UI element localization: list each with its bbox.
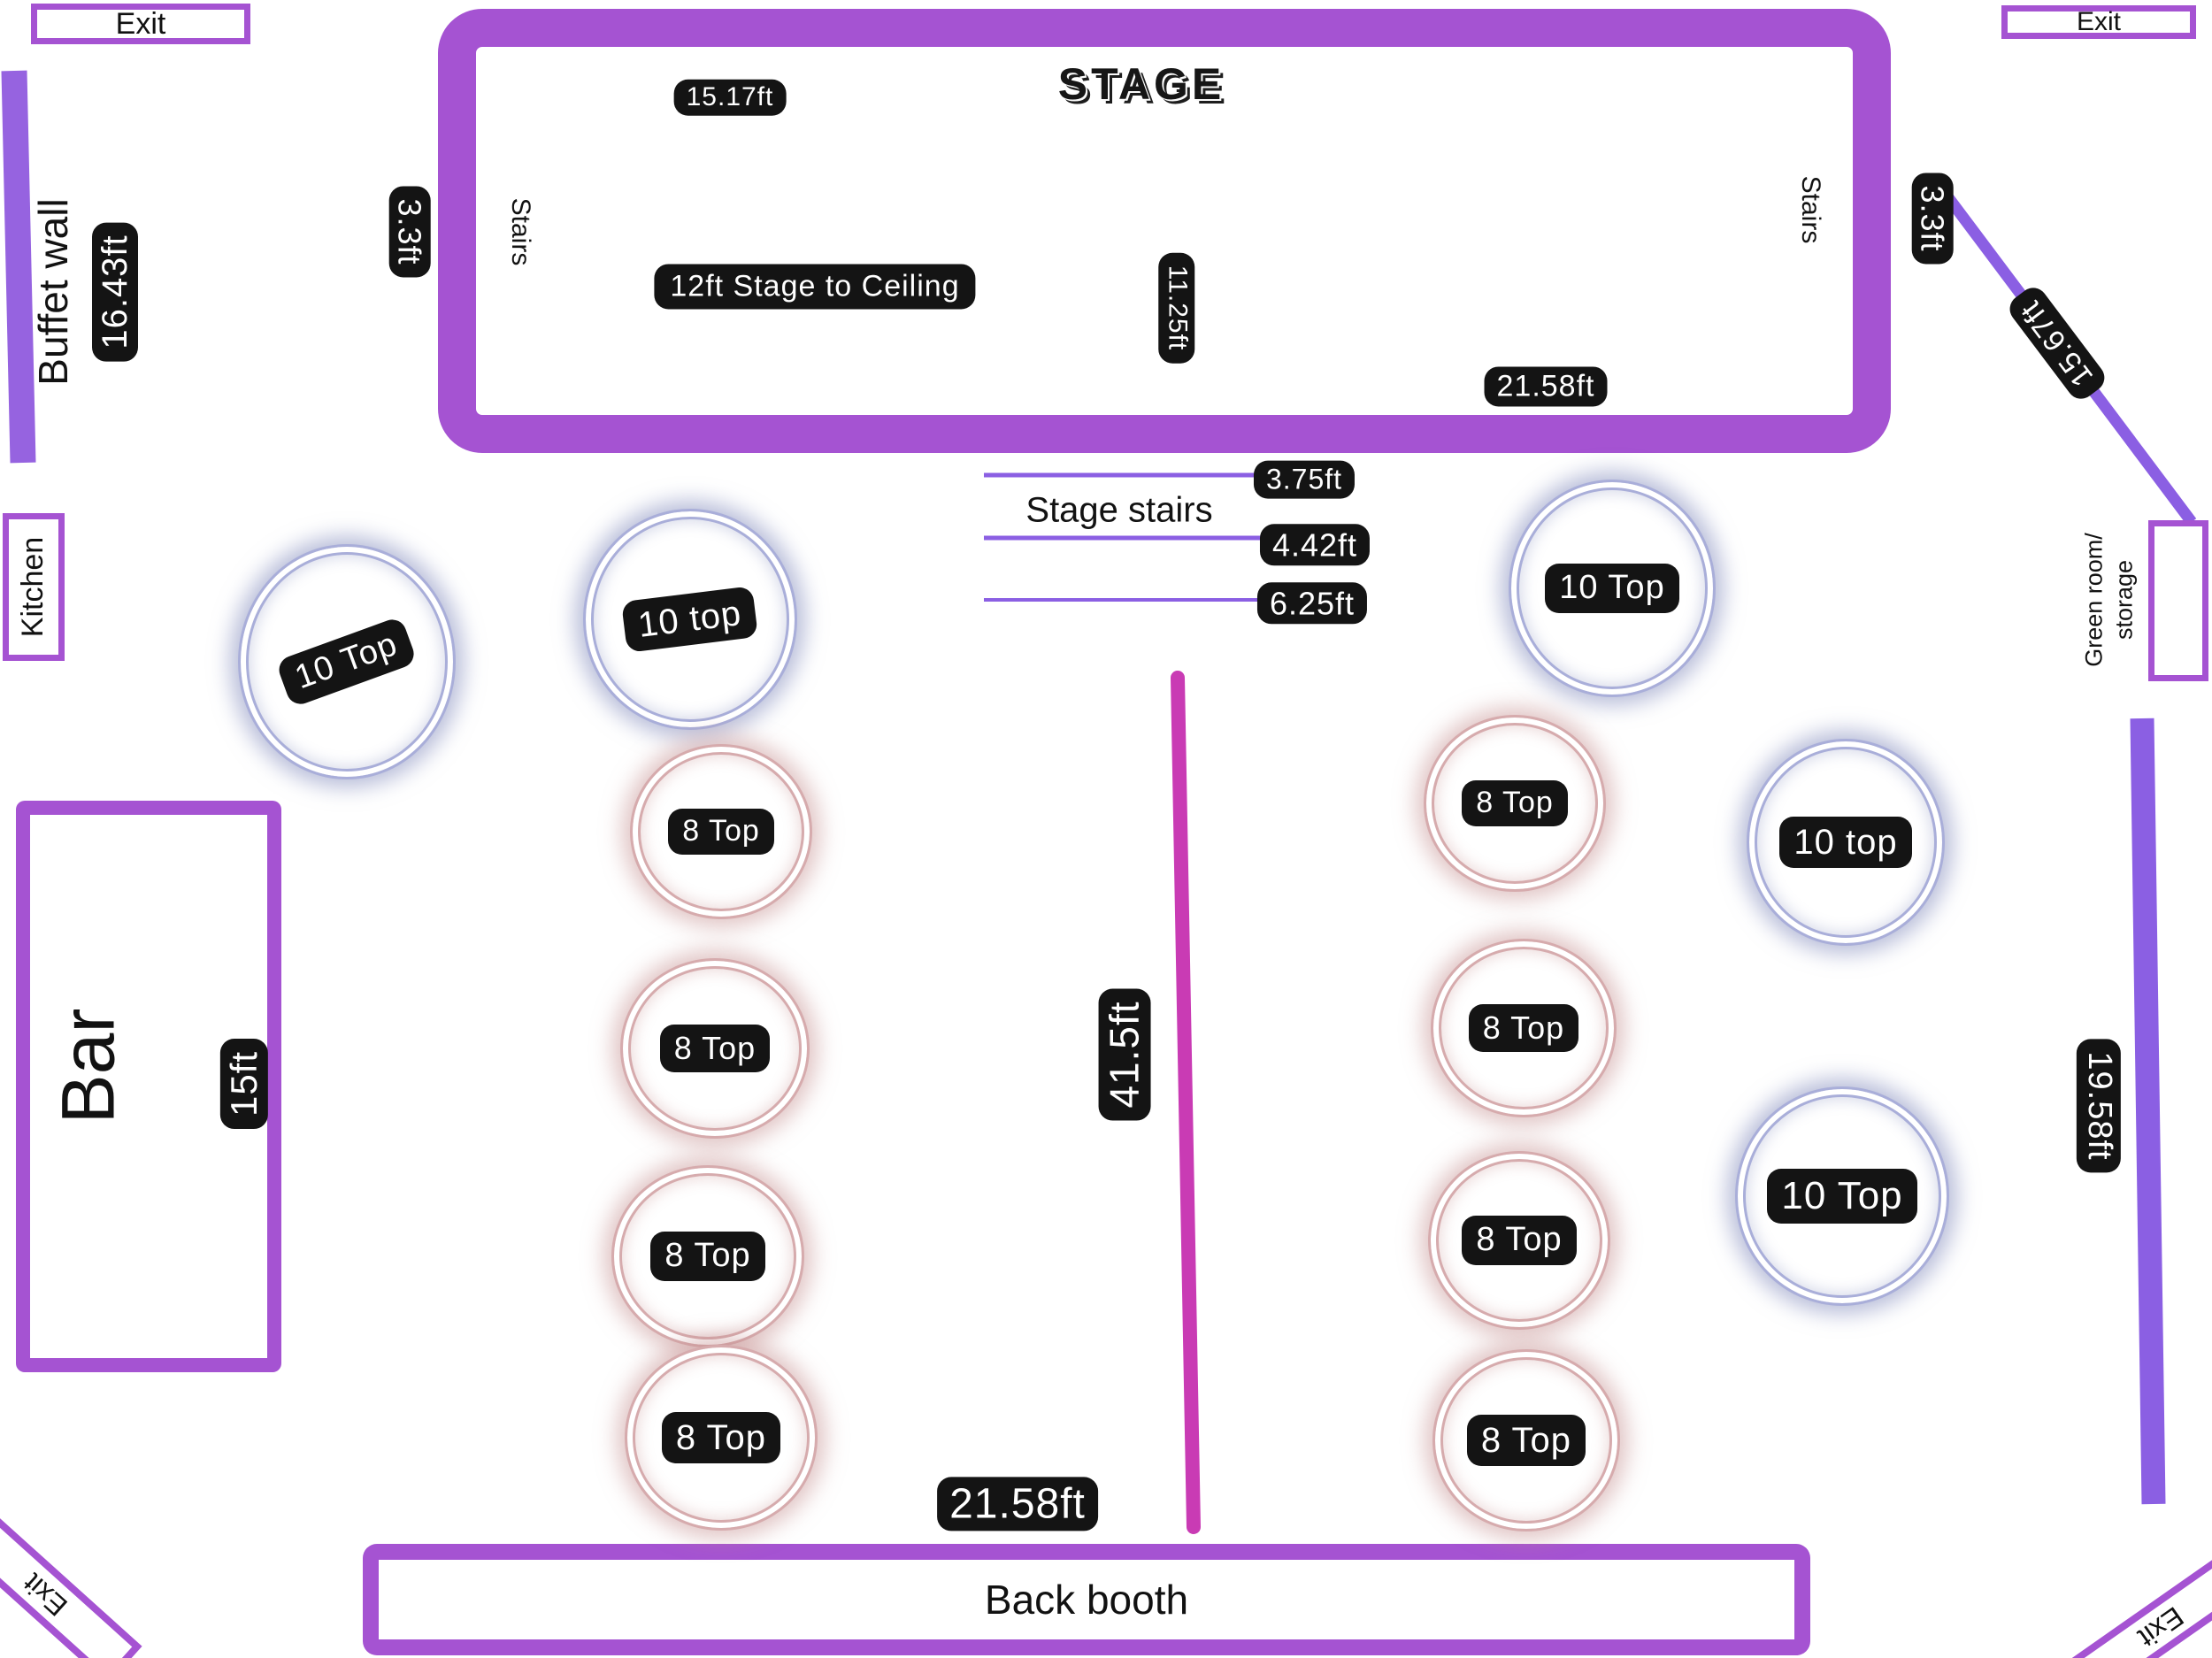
stair-step3-label: 6.25ft [1256,582,1368,625]
buffet-wall-length-label: 16.43ft [92,222,138,362]
table-8top: 8 Top [620,958,810,1139]
back-booth: Back booth [363,1544,1810,1655]
stair-step1-label: 3.75ft [1253,460,1356,499]
exit-bottom-left-label: Exit [17,1567,74,1623]
exit-top-right-label: Exit [2076,7,2121,36]
aisle-line [1171,671,1201,1534]
table-8top: 8 Top [1432,1349,1620,1531]
table-label: 10 top [1779,817,1912,868]
table-10top: 10 top [583,509,797,730]
table-label: 10 top [621,586,759,653]
table-8top: 8 Top [630,744,812,919]
table-label: 10 Top [275,615,419,709]
table-10top: 10 top [1747,739,1945,946]
table-8top: 8 Top [611,1165,804,1347]
right-wall-segment [2130,718,2166,1505]
exit-bottom-right: Exit [2055,1542,2212,1658]
table-10top: 10 Top [238,544,456,779]
back-booth-label: Back booth [984,1577,1189,1623]
table-label: 8 Top [1468,1004,1579,1052]
stair-step2-label: 4.42ft [1259,524,1371,566]
table-label: 8 Top [1466,1415,1586,1466]
stage-stairs-right-label: Stairs [1796,175,1825,244]
table-label: 10 Top [1767,1168,1917,1224]
table-label: 10 Top [1545,564,1679,613]
table-8top: 8 Top [625,1345,818,1531]
stage-title: STAGE [1057,59,1225,109]
aisle-length-label: 41.5ft [1098,988,1151,1121]
stage-stairs-heading: Stage stairs [1025,490,1213,530]
green-room [2148,520,2208,681]
table-label: 8 Top [1462,1216,1577,1265]
table-label: 8 Top [668,809,774,855]
stage-left-gap-label: 3.3ft [388,186,431,278]
table-label: 8 Top [659,1025,771,1072]
stage-depth-label: 11.25ft [1158,252,1195,364]
bar-length-label: 15ft [219,1038,269,1130]
stage-width-bottom-label: 21.58ft [1484,366,1608,407]
table-label: 8 Top [1462,780,1568,826]
exit-top-left-label: Exit [115,6,166,41]
stage-stairs-left-label: Stairs [506,197,535,266]
table-label: 8 Top [650,1232,765,1281]
exit-bottom-right-label: Exit [2132,1600,2190,1654]
table-8top: 8 Top [1431,939,1617,1117]
green-room-label-line2: storage [2110,559,2137,641]
exit-top-left: Exit [31,4,250,44]
stage-right-gap-label: 3.3ft [1911,173,1954,265]
table-8top: 8 Top [1424,715,1606,892]
stage-width-top-label: 15.17ft [673,79,787,116]
green-room-label-line1: Green room/ [2080,533,2108,667]
buffet-wall-segment [1,70,36,464]
diagonal-length-label: 15.67ft [2004,281,2110,405]
kitchen-label: Kitchen [16,536,50,638]
table-8top: 8 Top [1428,1151,1610,1330]
table-label: 8 Top [661,1412,781,1463]
green-room-label: Green room/ storage [2079,533,2139,667]
exit-top-right: Exit [2001,5,2196,39]
exit-bottom-left: Exit [0,1504,142,1658]
bar-label: Bar [46,1008,130,1125]
back-width-label: 21.58ft [937,1477,1098,1531]
buffet-wall-label: Buffet wall [30,198,76,386]
kitchen-room: Kitchen [3,513,65,661]
right-wall-length-label: 19.58ft [2077,1039,2121,1173]
table-10top: 10 Top [1735,1086,1949,1306]
table-10top: 10 Top [1509,480,1716,697]
stage-ceiling-label: 12ft Stage to Ceiling [654,264,976,310]
